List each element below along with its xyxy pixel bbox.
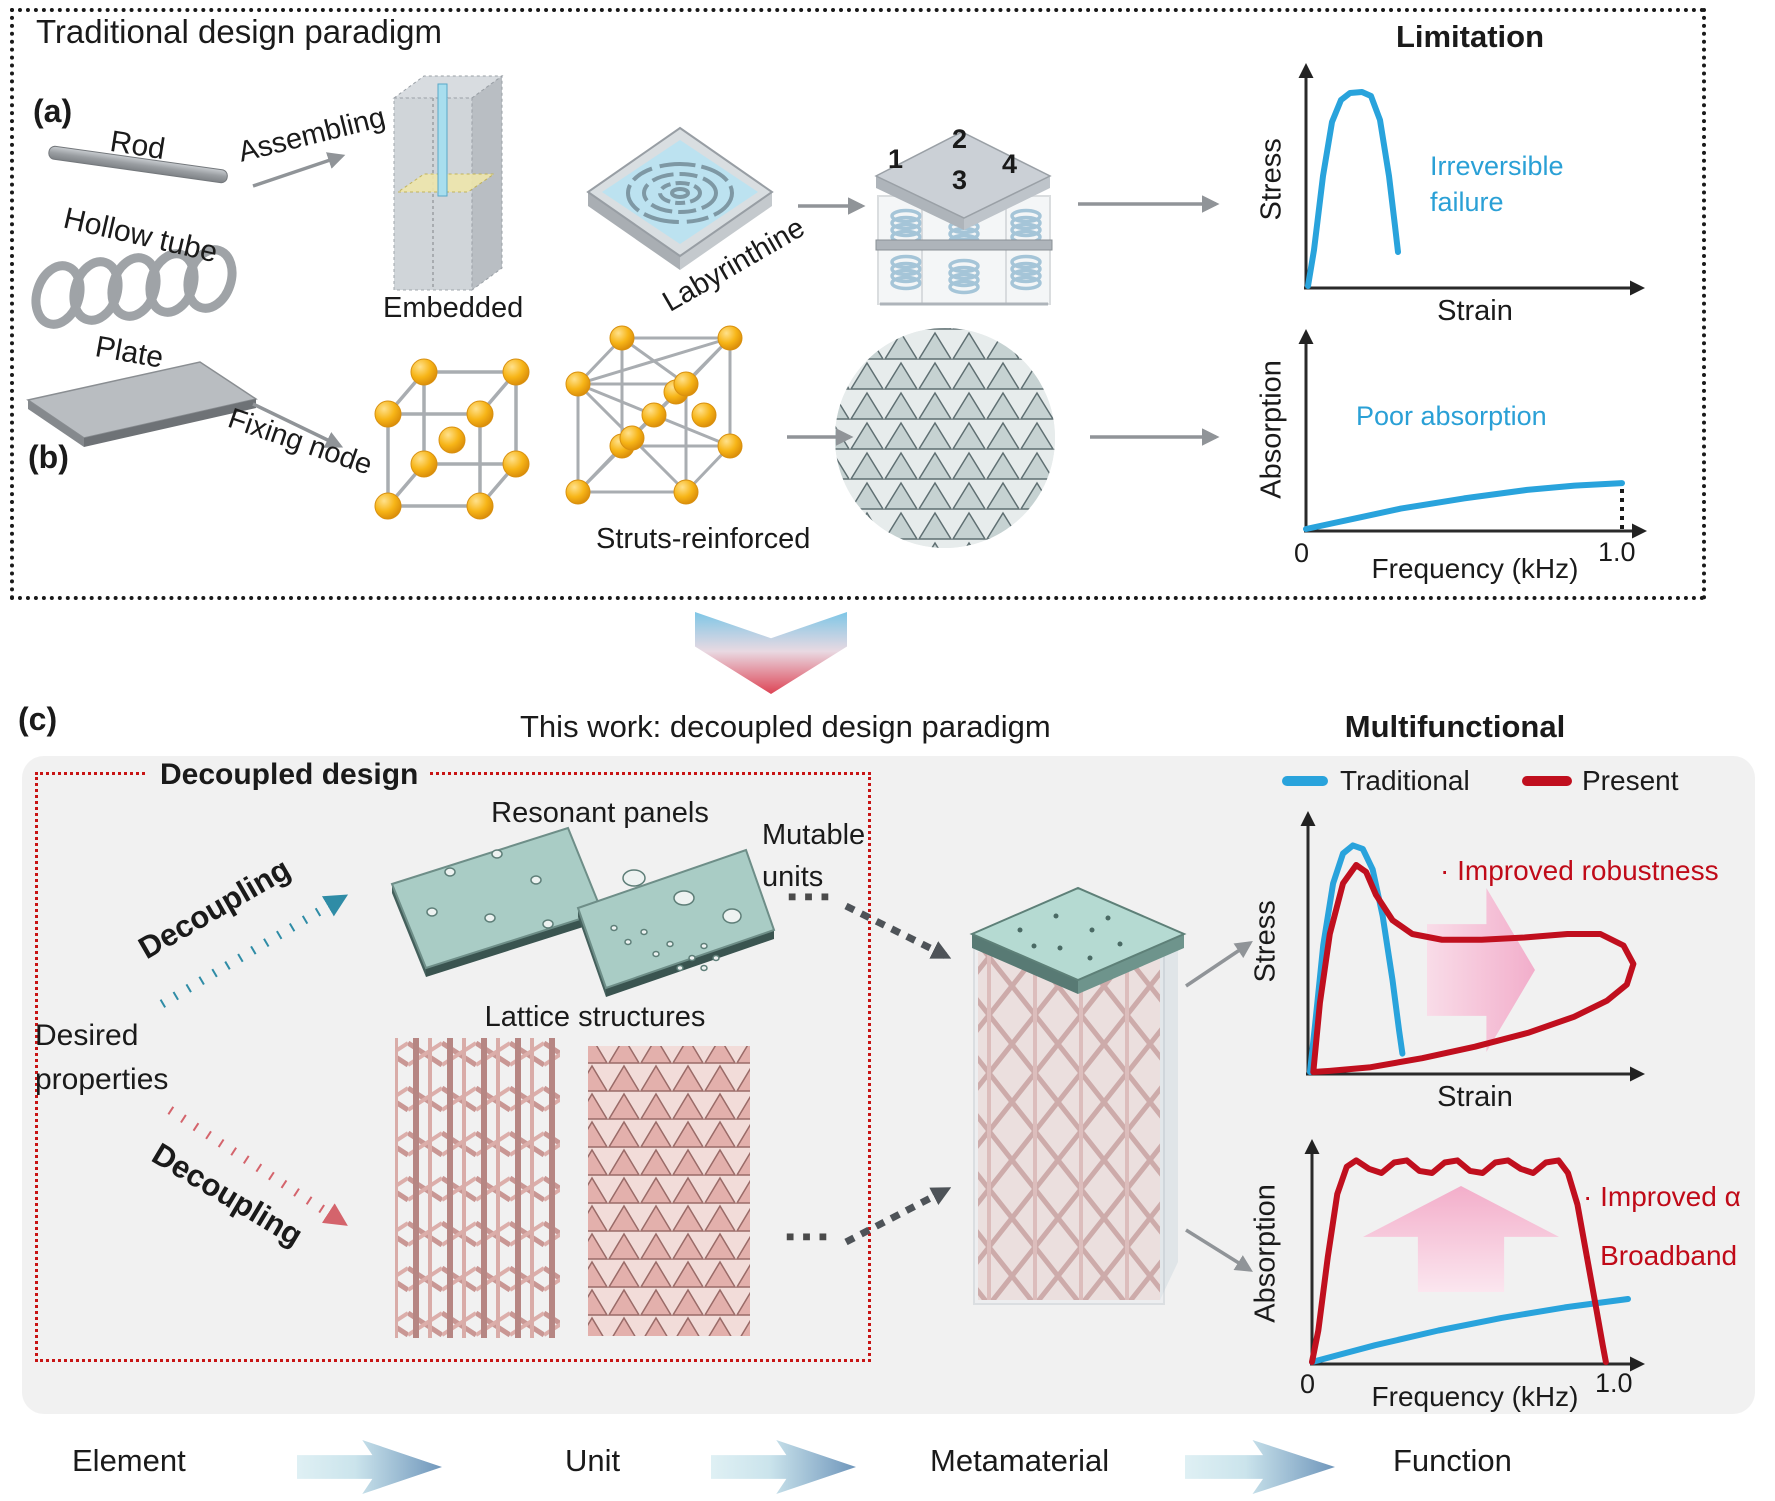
rod-graphic [48,145,228,184]
mutable-unit-arrows [844,902,952,1246]
desired-properties-line1: Desired [35,1019,139,1052]
traditional-paradigm-box [10,8,1706,600]
fixed-node-cube-graphic [374,358,530,520]
chart-absorption-multifunctional [1312,1160,1628,1362]
resonant-panel-2-graphic [576,848,776,997]
stress-axis-label-2: Stress [1249,900,1282,983]
resonant-panel-1-graphic [390,826,604,977]
traditional-title: Traditional design paradigm [36,13,443,50]
chart-axes [1298,63,1647,1372]
panel-c-label: (c) [18,701,58,737]
lattice-octet-graphic [588,1046,750,1336]
unit-number-4: 4 [1002,149,1018,179]
metamaterial-column-graphic [969,886,1187,1305]
unit-number-2: 2 [952,124,968,154]
resonant-panels-label: Resonant panels [491,797,709,829]
flow-unit-label: Unit [565,1443,621,1478]
legend-present-label: Present [1582,765,1679,796]
spring-cube-graphic [874,131,1053,306]
panel-b-label: (b) [28,439,69,475]
chart-absorption-traditional [1306,483,1622,529]
limitation-title: Limitation [1395,19,1545,54]
legend-traditional-label: Traditional [1340,765,1470,796]
absorption-axis-label-2: Absorption [1249,1184,1282,1323]
freq-tick-1-bottom: 1.0 [1595,1368,1633,1398]
desired-properties-line2: properties [35,1063,169,1096]
plate-graphic [26,361,258,447]
frequency-axis-label-1: Frequency (kHz) [1371,553,1579,584]
unit-number-1: 1 [888,144,904,174]
legend-traditional-swatch [1282,776,1328,786]
poor-absorption-annotation: Poor absorption [1356,401,1547,431]
improved-alpha-annotation: · Improved α [1583,1181,1741,1212]
ellipsis-top-icon: ■ ■ ■ [788,888,832,904]
unit-number-3: 3 [952,165,968,195]
lattice-structures-label: Lattice structures [484,1001,706,1033]
chart-stress-multifunctional [1310,845,1633,1072]
flow-element-label: Element [72,1443,186,1478]
this-work-title: This work: decoupled design paradigm [520,709,1051,744]
struts-reinforced-label: Struts-reinforced [596,523,811,555]
ellipsis-bottom-icon: ■ ■ ■ [786,1228,830,1244]
decoupled-design-title: Decoupled design [148,757,431,793]
panel-a-label: (a) [33,93,73,129]
improved-robustness-annotation: · Improved robustness [1440,855,1719,886]
labyrinthine-unit-graphic [586,126,774,270]
flow-connector-arrows [252,152,1253,1272]
decoupled-section-panel [22,756,1755,1414]
mutable-units-line1: Mutable [762,819,866,851]
lattice-grid-graphic [395,1038,560,1338]
strain-axis-label-2: Strain [1437,1081,1513,1113]
decoupled-design-box [35,772,871,1362]
struts-reinforced-cube-graphic [565,325,743,505]
freq-tick-0-bottom: 0 [1300,1369,1316,1399]
broadband-annotation: · Broadband [1583,1240,1738,1271]
embedded-unit-graphic [392,75,504,291]
chart-stress-traditional [1308,92,1398,286]
mutable-units-line2: units [762,861,824,893]
frequency-axis-label-2: Frequency (kHz) [1371,1381,1579,1412]
embedded-label: Embedded [383,292,524,324]
hollow-tube-graphic [31,245,237,329]
freq-tick-1-top: 1.0 [1598,537,1636,567]
strain-axis-label-1: Strain [1437,295,1513,327]
freq-tick-0-top: 0 [1294,538,1310,568]
octet-ball-graphic [835,328,1055,548]
multifunctional-title: Multifunctional [1344,709,1566,744]
flow-function-label: Function [1393,1443,1512,1478]
stress-axis-label-1: Stress [1255,138,1288,221]
absorption-axis-label-1: Absorption [1255,360,1288,499]
flow-metamaterial-label: Metamaterial [930,1443,1110,1478]
irreversible-failure-annotation: Irreversible failure [1430,151,1564,218]
legend-present-swatch [1522,776,1572,786]
